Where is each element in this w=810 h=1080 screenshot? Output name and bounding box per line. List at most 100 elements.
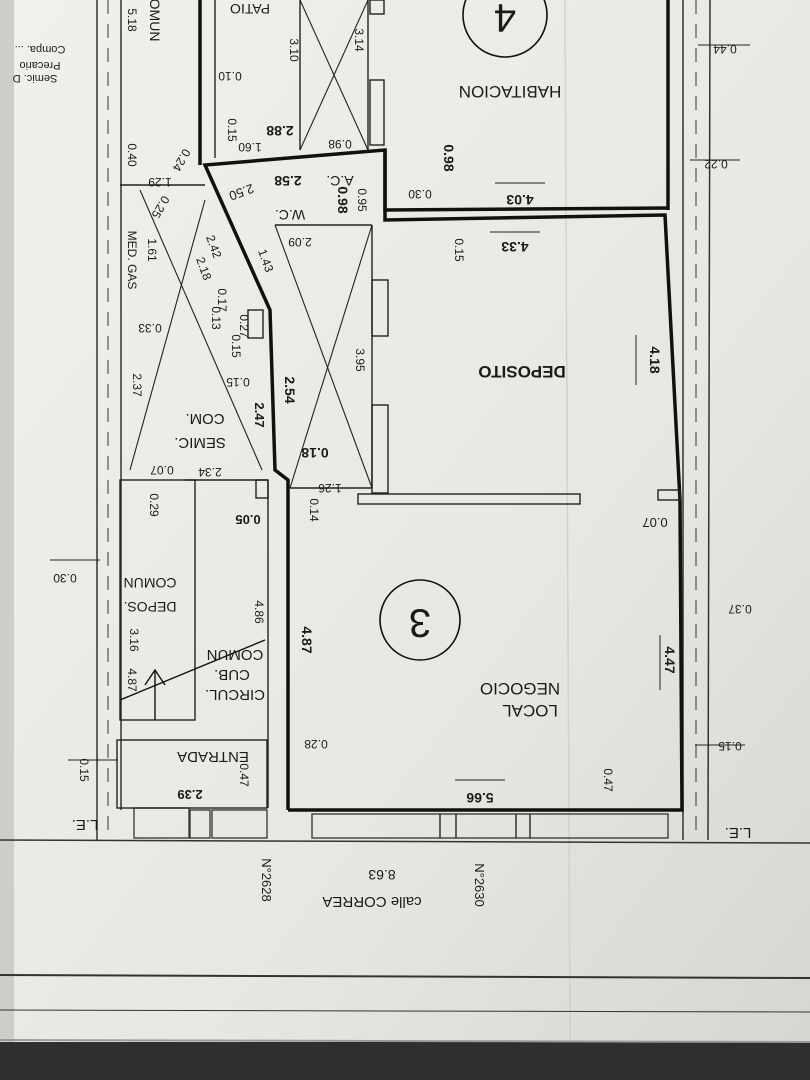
main-walls xyxy=(198,0,684,812)
dim: 0.30 xyxy=(408,187,432,201)
dim: 0.15 xyxy=(229,334,243,358)
dim: 0.15 xyxy=(77,758,91,782)
room-negocio: NEGOCIO xyxy=(480,679,560,698)
dim: 4.33 xyxy=(501,239,528,255)
dim: 0.33 xyxy=(138,321,162,335)
dim: 2.39 xyxy=(177,787,202,802)
dim: 0.15 xyxy=(226,375,250,389)
unit-number-4: 4 xyxy=(494,0,516,39)
dim: 0.13 xyxy=(209,306,223,330)
note-line-2: Precario xyxy=(20,59,61,71)
paper-bottom-edge xyxy=(0,1039,810,1043)
room-ac: A.C. xyxy=(326,173,353,189)
room-comun-top: COMUN xyxy=(147,0,163,41)
dim: 0.29 xyxy=(147,493,161,517)
dim: 1.60 xyxy=(238,140,262,154)
room-patio: PATIO xyxy=(230,1,270,17)
interior-walls xyxy=(116,0,681,809)
dim: 0.37 xyxy=(728,602,752,616)
room-cub: CUB. xyxy=(214,666,250,683)
room-entrada: ENTRADA xyxy=(177,748,249,765)
paper-left-edge xyxy=(0,0,14,1080)
dim: 0.05 xyxy=(235,512,260,527)
room-local: LOCAL xyxy=(502,701,558,720)
dim: 1.61 xyxy=(145,238,159,262)
dim: 0.07 xyxy=(642,515,667,530)
le-left: L.E. xyxy=(72,816,99,833)
dim: 0.15 xyxy=(225,118,239,142)
dim: 0.44 xyxy=(713,42,737,56)
unit-circle-3: 3 xyxy=(379,579,461,661)
dim: 0.15 xyxy=(452,238,466,262)
dim: 2.47 xyxy=(252,402,267,427)
dim: 2.09 xyxy=(288,235,312,249)
dim: 0.15 xyxy=(718,739,742,753)
table-surface xyxy=(0,1042,810,1080)
dim: 1.29 xyxy=(148,175,172,189)
dim: 0.30 xyxy=(53,571,77,585)
labels: LOCAL NEGOCIO DEPOSITO HABITACION SEMIC.… xyxy=(13,0,752,910)
dim: 3.10 xyxy=(287,38,301,62)
room-comun: COMUN xyxy=(207,646,264,663)
med-gas: MED. GAS xyxy=(125,231,139,290)
room-wc: W.C. xyxy=(275,207,305,223)
unit-number-3: 3 xyxy=(409,600,431,644)
paper-fold xyxy=(564,0,571,1041)
dim: 4.18 xyxy=(647,346,663,373)
dim: 0.18 xyxy=(301,445,328,461)
dim: 0.40 xyxy=(125,143,139,167)
dim: 3.16 xyxy=(127,628,141,652)
dim: 0.28 xyxy=(304,737,328,751)
room-habitacion: HABITACION xyxy=(459,82,562,101)
note-line-3: Compa. ... xyxy=(15,43,66,55)
dim: 0.22 xyxy=(704,157,728,171)
dim: 4.87 xyxy=(299,626,315,653)
unit-circle-4: 4 xyxy=(462,0,548,58)
dim: 3.95 xyxy=(353,348,367,372)
dim: 5.18 xyxy=(125,8,139,32)
note-line-1: Semic. D xyxy=(13,72,58,84)
dimension-ticks xyxy=(50,44,750,781)
dim: 2.37 xyxy=(130,373,144,397)
dim: 4.03 xyxy=(506,192,533,208)
dim: 2.88 xyxy=(266,123,293,139)
void-x-marks xyxy=(129,0,373,489)
room-depos-comun: COMUN xyxy=(124,575,177,591)
street-number-left: N°2628 xyxy=(259,858,274,902)
dim: 0.07 xyxy=(150,463,174,477)
dim: 0.98 xyxy=(441,144,457,171)
dim: 0.10 xyxy=(218,69,242,83)
street-width: 8.63 xyxy=(368,867,395,883)
dim: 4.86 xyxy=(252,600,266,624)
dim: 1.26 xyxy=(318,481,342,495)
dim: 0.98 xyxy=(335,186,351,213)
dim: 2.54 xyxy=(282,376,298,403)
dim: 2.34 xyxy=(198,465,222,479)
room-semic: SEMIC. xyxy=(174,434,226,451)
dim: 0.98 xyxy=(328,137,352,151)
dimensions: 5.66 0.47 0.28 4.87 4.47 0.37 0.07 0.15 … xyxy=(53,8,752,806)
room-depos: DEPOS. xyxy=(124,599,177,615)
dim: 5.66 xyxy=(466,790,493,806)
room-com: COM. xyxy=(185,410,224,427)
dim: 0.27 xyxy=(237,314,251,338)
street-name: calle CORREA xyxy=(322,893,421,910)
dim: 0.17 xyxy=(215,288,229,312)
street-number-right: N°2630 xyxy=(472,863,487,907)
dim: 3.14 xyxy=(352,28,366,52)
dim: 4.87 xyxy=(125,668,139,692)
dim: 4.47 xyxy=(662,646,678,673)
dim: 0.47 xyxy=(237,763,251,787)
le-right: L.E. xyxy=(725,824,752,841)
entrance-arrow xyxy=(119,639,266,720)
dim: 0.14 xyxy=(307,498,321,522)
room-circul: CIRCUL. xyxy=(205,686,265,703)
dim: 0.95 xyxy=(355,188,369,212)
dim: 2.58 xyxy=(274,173,301,189)
room-deposito: DEPOSITO xyxy=(478,362,566,381)
facade-strip xyxy=(133,807,669,839)
dim: 0.47 xyxy=(601,768,615,792)
